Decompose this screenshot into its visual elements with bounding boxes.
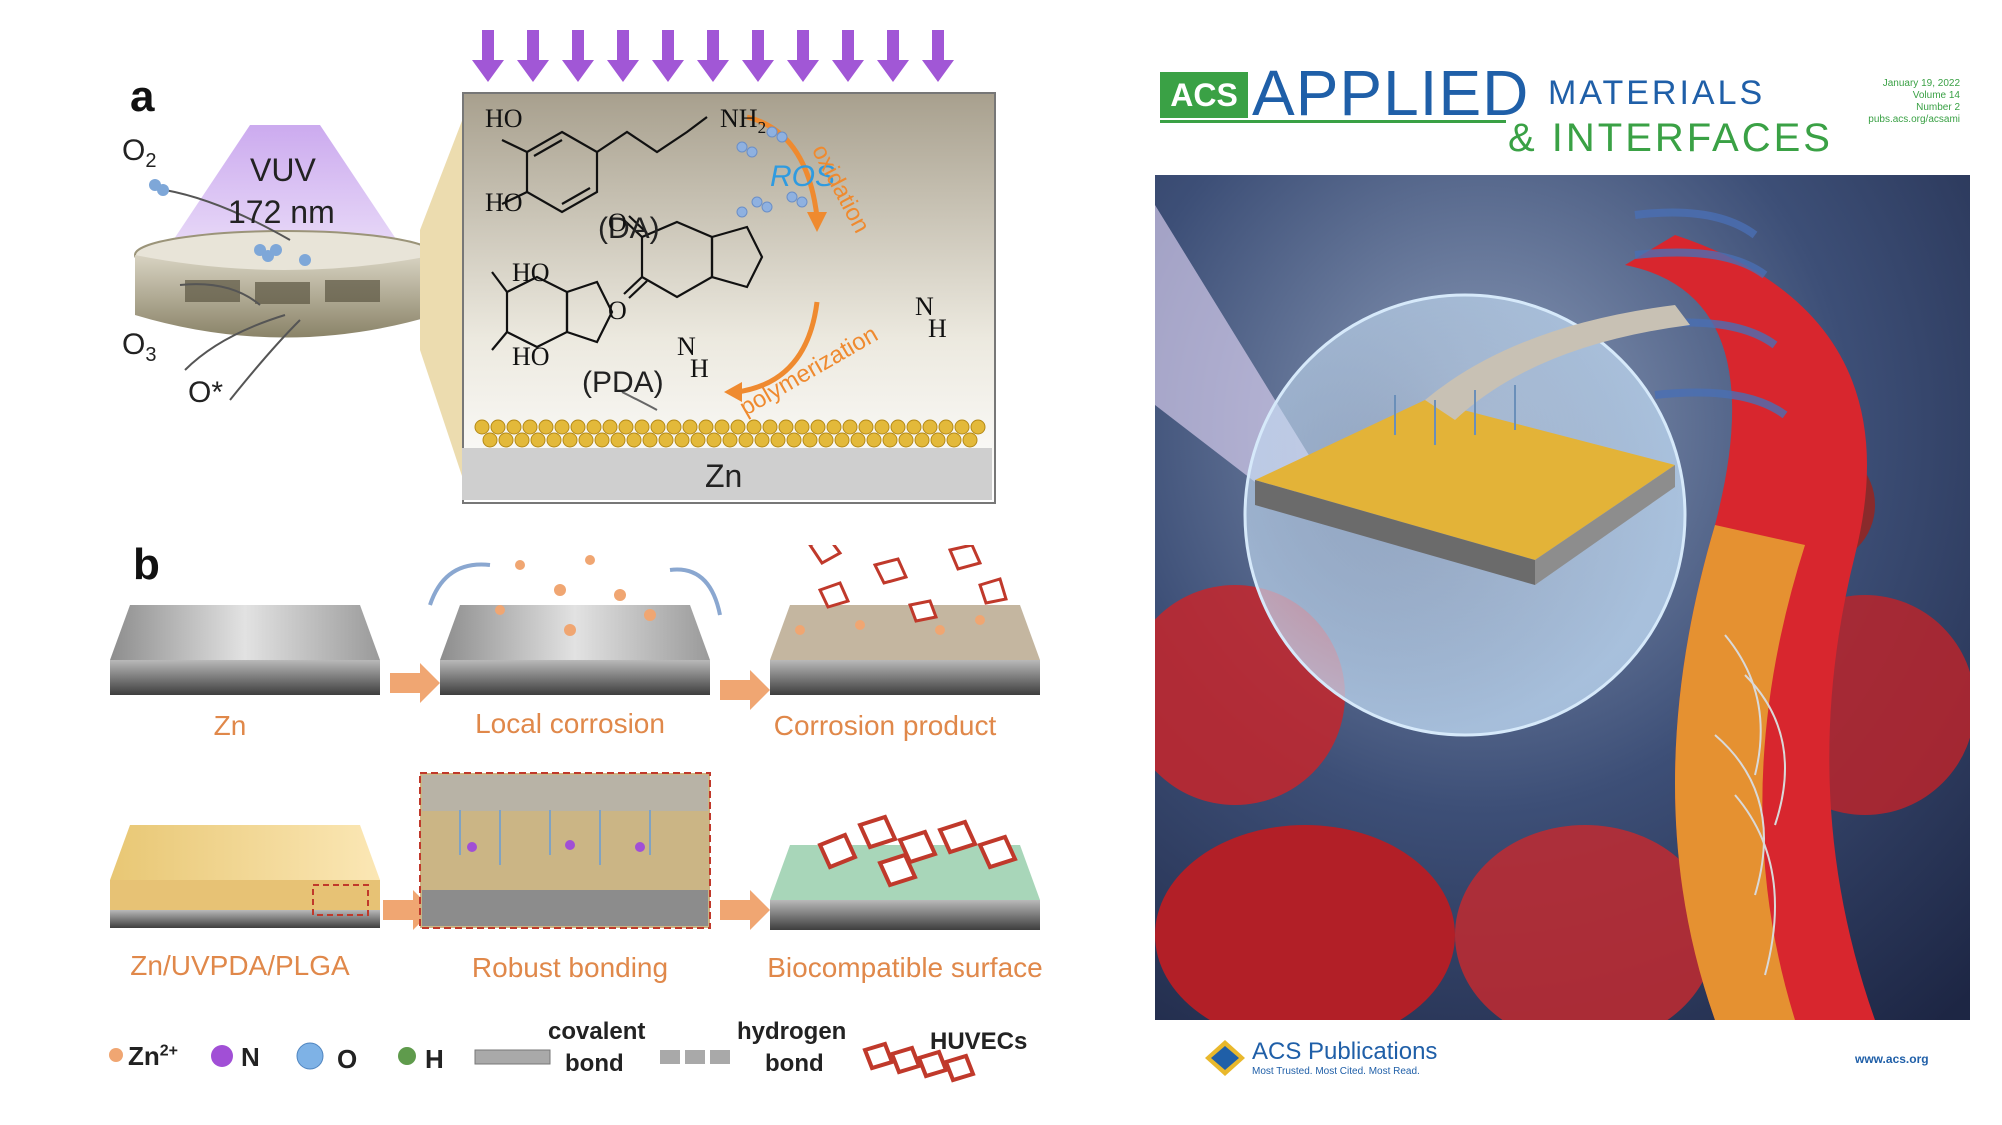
ho-label-4: HO <box>512 342 550 371</box>
acs-publications-label: ACS Publications <box>1252 1038 1438 1065</box>
vuv-arrows <box>472 30 954 82</box>
cover-gold-plate <box>1255 400 1675 560</box>
legend-hydrogen-2: bond <box>765 1050 824 1077</box>
o2-label: O2 <box>122 134 157 172</box>
legend-zn-ion: Zn2+ <box>128 1041 179 1071</box>
wavelength-label: 172 nm <box>228 194 335 230</box>
indole-h-label: H <box>690 354 709 383</box>
zoom-wedge <box>420 100 470 500</box>
carbonyl-o-label-2: O <box>608 296 627 325</box>
cover-title-materials: MATERIALS <box>1548 74 1766 112</box>
zn-slab <box>110 605 380 660</box>
sample-3 <box>325 280 380 302</box>
ho-label-3: HO <box>512 258 550 287</box>
legend-covalent-2: bond <box>565 1050 624 1077</box>
legend-huvecs: HUVECs <box>930 1028 1028 1055</box>
cover-title-rule <box>1160 120 1506 123</box>
caption-robust-bonding: Robust bonding <box>471 952 669 983</box>
ho-label-2: HO <box>485 188 523 217</box>
zn-substrate <box>462 448 992 500</box>
covalent-bond-symbol <box>474 1049 551 1065</box>
nh2-label: NH2 <box>720 104 767 138</box>
acs-badge: ACS <box>1160 72 1248 118</box>
ros-label: ROS <box>770 160 836 193</box>
vuv-dish-illustration <box>134 125 436 401</box>
legend-covalent-1: covalent <box>548 1018 646 1045</box>
legend-h: H <box>425 1044 444 1074</box>
oxidized-n-label: N <box>915 292 934 321</box>
legend-symbols <box>109 1041 976 1083</box>
pda-label: (PDA) <box>582 366 664 399</box>
zn-substrate-label: Zn <box>705 458 743 494</box>
legend-n: N <box>241 1042 260 1072</box>
h-atom-symbol <box>398 1047 416 1065</box>
caption-zn: Zn <box>213 710 247 741</box>
carbonyl-o-label-1: O <box>608 208 627 237</box>
vuv-light-cone <box>170 125 400 245</box>
o3-label: O3 <box>122 328 157 366</box>
vuv-label: VUV <box>250 152 316 188</box>
corrosion-schematic <box>110 545 1040 930</box>
sample-2 <box>255 282 310 304</box>
ho-label-1: HO <box>485 104 523 133</box>
da-label: (DA) <box>598 212 660 245</box>
oxidized-h-label: H <box>928 314 947 343</box>
indole-n-label: N <box>677 332 696 361</box>
cover-title-interfaces: & INTERFACES <box>1508 116 1833 160</box>
caption-zn-uvpda-plga: Zn/UVPDA/PLGA <box>130 950 350 981</box>
sample-1 <box>185 280 240 302</box>
acs-publications-tagline: Most Trusted. Most Cited. Most Read. <box>1252 1066 1420 1077</box>
corrosion-product-slab <box>770 605 1040 660</box>
caption-corrosion-product: Corrosion product <box>773 710 997 741</box>
molecule-structures <box>462 114 992 500</box>
acs-publications-logo-icon <box>1205 1040 1245 1076</box>
o-star-label: O* <box>188 376 224 409</box>
zn-ion-symbol <box>109 1048 123 1062</box>
legend-o: O <box>337 1044 358 1074</box>
panel-a-letter: a <box>130 72 155 121</box>
cover-title-applied: APPLIED <box>1252 57 1530 129</box>
legend-hydrogen-1: hydrogen <box>737 1018 847 1045</box>
zn-uvpda-plga-slab <box>110 825 380 880</box>
o-atom-symbol <box>296 1042 324 1070</box>
acs-site-url: www.acs.org <box>1855 1052 1929 1066</box>
huvec-symbol <box>862 1041 976 1083</box>
caption-local-corrosion: Local corrosion <box>475 708 665 739</box>
cover-issue-info: January 19, 2022 Volume 14 Number 2 pubs… <box>1868 78 1960 125</box>
caption-biocompatible-surface: Biocompatible surface <box>767 952 1043 983</box>
cover-artwork <box>1155 175 1970 1020</box>
panel-b-letter: b <box>133 540 160 589</box>
n-atom-symbol <box>211 1045 233 1067</box>
